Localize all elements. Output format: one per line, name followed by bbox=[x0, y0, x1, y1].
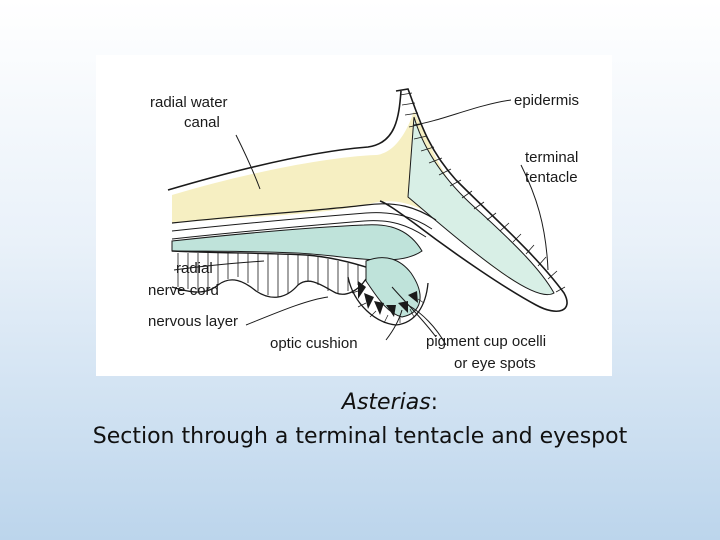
label-radial-water-canal-line1: radial water bbox=[150, 94, 228, 111]
label-pigment-cup-line1: pigment cup ocelli bbox=[426, 333, 546, 350]
label-optic-cushion: optic cushion bbox=[270, 335, 358, 352]
caption-description: Section through a terminal tentacle and … bbox=[0, 420, 720, 454]
label-radial-water-canal-line2: canal bbox=[184, 114, 220, 131]
diagram-figure: radial water canal epidermis terminal te… bbox=[96, 55, 612, 376]
label-pigment-cup-line2: or eye spots bbox=[454, 355, 536, 372]
label-radial-nerve-cord-line2: nerve cord bbox=[148, 282, 219, 299]
caption-genus: Asterias bbox=[342, 390, 431, 415]
label-terminal-tentacle-line1: terminal bbox=[525, 149, 578, 166]
slide-caption: Asterias: Section through a terminal ten… bbox=[0, 386, 720, 454]
label-radial-nerve-cord-line1: radial bbox=[176, 260, 213, 277]
label-nervous-layer: nervous layer bbox=[148, 313, 238, 330]
label-epidermis: epidermis bbox=[514, 92, 579, 109]
label-terminal-tentacle-line2: tentacle bbox=[525, 169, 578, 186]
caption-colon: : bbox=[431, 390, 438, 415]
caption-title-line: Asterias: bbox=[60, 386, 720, 420]
tentacle-section-diagram: radial water canal epidermis terminal te… bbox=[96, 55, 612, 376]
